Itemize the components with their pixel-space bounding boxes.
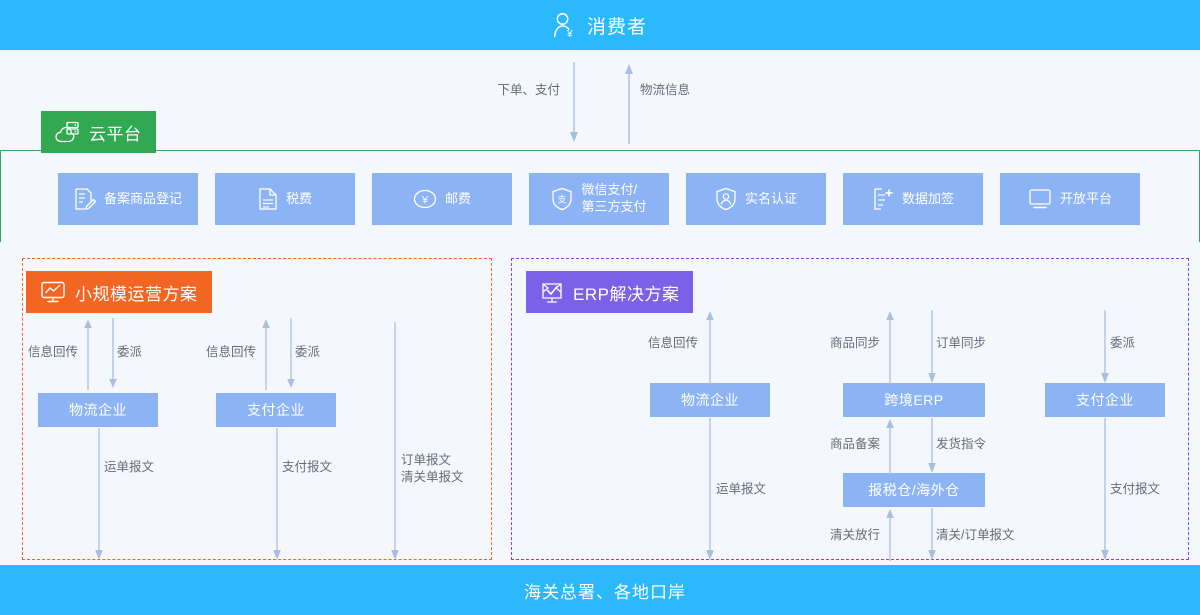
small-solution-panel [22, 258, 492, 560]
flow-logistics-info [622, 62, 636, 144]
flow-label-customs-order-msg: 清关/订单报文 [936, 528, 1015, 542]
entity-box-payment-small[interactable]: 支付企业 [216, 393, 336, 427]
erp-solution-panel [511, 258, 1189, 560]
svg-text:¥: ¥ [566, 29, 574, 38]
list-plus-icon [872, 187, 902, 211]
erp-solution-badge[interactable]: ERP解决方案 [526, 271, 694, 313]
customs-label: 海关总署、各地口岸 [524, 582, 686, 602]
entity-box-cross-border-erp[interactable]: 跨境ERP [843, 383, 985, 417]
cloud-platform-label: 云平台 [89, 124, 142, 144]
cloud-server-icon [55, 121, 89, 143]
flow-label-info-return-payment-small: 信息回传 [205, 345, 256, 359]
yuan-circle-icon: ¥ [413, 187, 445, 211]
user-yuan-icon: ¥ [553, 12, 577, 38]
flow-label-payment-msg-small: 支付报文 [282, 460, 333, 474]
monitor-icon [1028, 188, 1060, 210]
flow-payment-msg-erp [1098, 418, 1112, 561]
service-item-3[interactable]: 支 微信支付/ 第三方支付 [529, 173, 669, 225]
erp-solution-label: ERP解决方案 [573, 284, 680, 304]
service-item-1[interactable]: 税费 [215, 173, 355, 225]
service-label-6: 开放平台 [1059, 190, 1112, 206]
shield-user-icon [715, 187, 745, 211]
flow-shipping-order [925, 418, 939, 474]
flow-label-delegate-logistics-small: 委派 [117, 345, 143, 359]
service-label-4: 实名认证 [744, 190, 797, 206]
flow-label-customs-release: 清关放行 [829, 528, 880, 542]
flow-label-shipping-order: 发货指令 [936, 437, 987, 451]
flow-label-logistics-info: 物流信息 [640, 83, 691, 97]
flow-order-sync [925, 310, 939, 384]
flow-product-filing [883, 418, 897, 474]
service-item-6[interactable]: 开放平台 [1000, 173, 1140, 225]
service-item-2[interactable]: ¥ 邮费 [372, 173, 512, 225]
flow-label-order-sync: 订单同步 [936, 336, 987, 350]
flow-label-payment-msg-erp: 支付报文 [1110, 482, 1161, 496]
consumer-bar: ¥ 消费者 [0, 0, 1200, 50]
small-solution-label: 小规模运营方案 [75, 284, 198, 304]
flow-payment-msg-small [270, 428, 284, 561]
flow-label-product-filing: 商品备案 [829, 437, 880, 451]
svg-text:¥: ¥ [421, 195, 429, 207]
flow-label-order-pay: 下单、支付 [497, 83, 560, 97]
flow-label-waybill-msg-small: 运单报文 [104, 460, 155, 474]
service-label-2: 邮费 [444, 190, 471, 206]
cloud-platform-badge[interactable]: 云平台 [41, 111, 156, 153]
flow-order-pay [567, 62, 581, 144]
service-item-4[interactable]: 实名认证 [686, 173, 826, 225]
entity-box-payment-erp[interactable]: 支付企业 [1045, 383, 1165, 417]
flow-info-return-erp [703, 310, 717, 384]
flow-customs-order-msg [925, 508, 939, 561]
flow-label-waybill-msg-erp: 运单报文 [716, 482, 767, 496]
flow-info-return-payment-small [259, 318, 273, 390]
service-label-1: 税费 [285, 190, 312, 206]
flow-order-customs-msg-small [388, 322, 402, 561]
entity-box-logistics-small[interactable]: 物流企业 [38, 393, 158, 427]
shield-pay-icon: 支 [551, 187, 581, 211]
service-item-0[interactable]: 备案商品登记 [58, 173, 198, 225]
service-label-5: 数据加签 [901, 190, 954, 206]
flow-waybill-msg-erp [703, 418, 717, 561]
flow-delegate-payment-small [284, 318, 298, 390]
erp-check-icon [540, 281, 573, 304]
flow-info-return-small [81, 318, 95, 390]
small-solution-badge[interactable]: 小规模运营方案 [26, 271, 212, 313]
flow-label-info-return-small: 信息回传 [27, 345, 78, 359]
service-label-3: 微信支付/ 第三方支付 [581, 182, 647, 214]
consumer-label: 消费者 [586, 16, 647, 38]
entity-box-bonded-overseas-warehouse: 报税仓/海外仓 [843, 473, 985, 507]
entity-box-logistics-erp[interactable]: 物流企业 [650, 383, 770, 417]
flow-waybill-msg-small [92, 428, 106, 561]
flow-label-delegate-payment-erp: 委派 [1110, 336, 1136, 350]
svg-text:支: 支 [558, 194, 567, 205]
flow-label-info-return-erp: 信息回传 [647, 336, 698, 350]
service-item-5[interactable]: 数据加签 [843, 173, 983, 225]
doc-edit-icon [74, 187, 104, 211]
cloud-platform-divider [0, 150, 1200, 151]
flow-label-order-customs-msg-small: 订单报文 清关单报文 [401, 453, 464, 484]
cloud-platform-left-edge [0, 150, 1, 242]
document-icon [258, 187, 286, 211]
service-label-0: 备案商品登记 [103, 190, 182, 206]
customs-bar: 海关总署、各地口岸 [0, 565, 1200, 615]
flow-label-product-sync: 商品同步 [829, 336, 880, 350]
flow-label-delegate-payment-small: 委派 [295, 345, 321, 359]
monitor-chart-icon [40, 281, 75, 304]
flow-customs-release [883, 508, 897, 561]
flow-delegate-logistics-small [106, 318, 120, 390]
flow-delegate-payment-erp [1098, 310, 1112, 384]
flow-product-sync [883, 310, 897, 384]
